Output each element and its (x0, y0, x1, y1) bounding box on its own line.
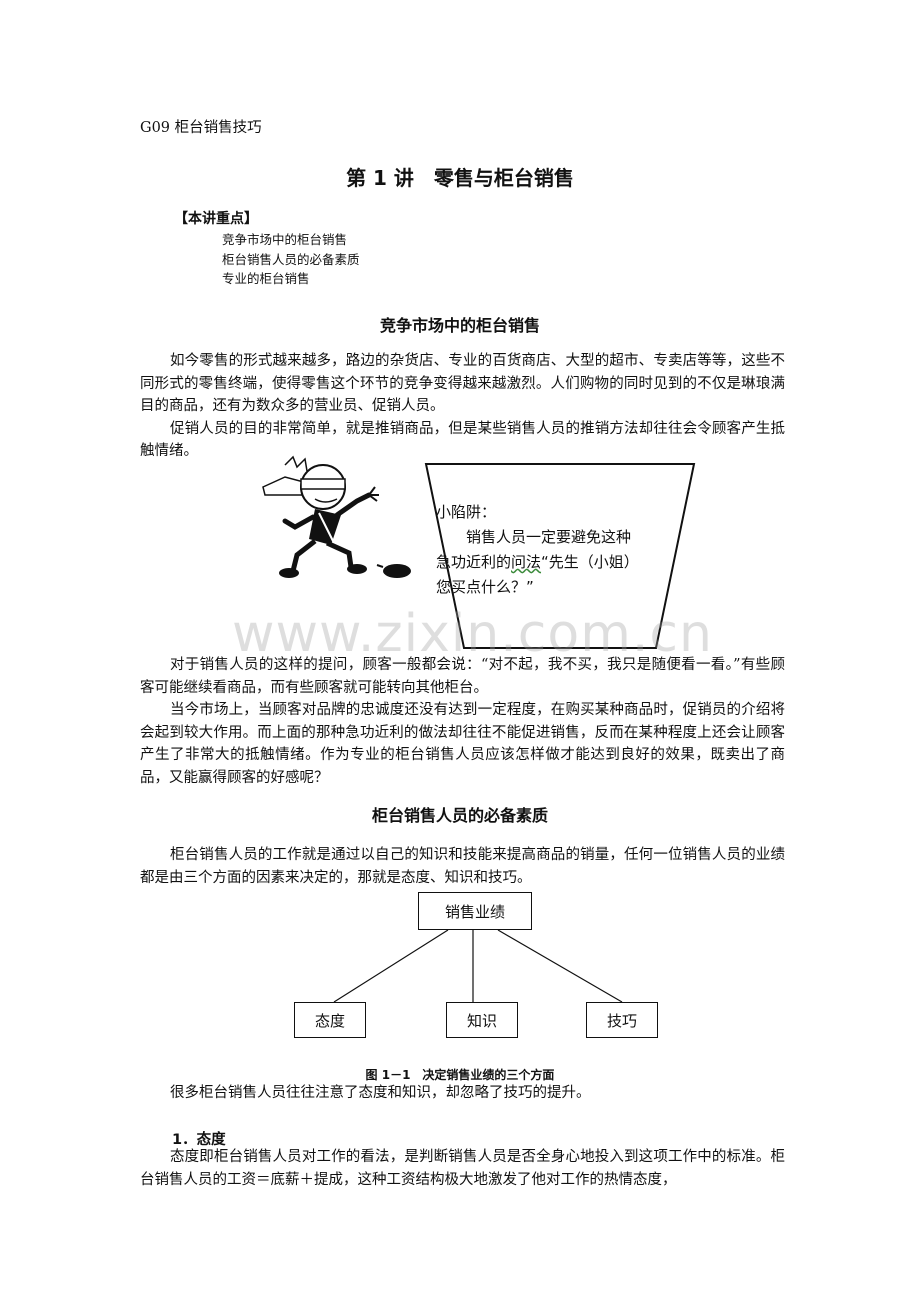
figure-caption: 图 1－1 决定销售业绩的三个方面 (365, 1068, 555, 1082)
diagram-node-knowledge: 知识 (446, 1002, 518, 1038)
focus-item: 专业的柜台销售 (222, 271, 310, 286)
focus-list: 竞争市场中的柜台销售 柜台销售人员的必备素质 专业的柜台销售 (222, 230, 360, 289)
watermark: www.zixin.com.cn (232, 604, 713, 664)
callout-underlined-word: 问法 (511, 553, 542, 571)
section-heading: 柜台销售人员的必备素质 (371, 806, 548, 825)
callout-text: 销售人员一定要避免这种急功近利的问法“先生（小姐）您买点什么？” (436, 525, 641, 600)
callout: 小陷阱： 销售人员一定要避免这种急功近利的问法“先生（小姐）您买点什么？” (436, 500, 641, 600)
course-header: G09 柜台销售技巧 (140, 120, 262, 136)
callout-text-before: 销售人员一定要避免这种急功近利的 (436, 528, 632, 571)
section1-body: 如今零售的形式越来越多，路边的杂货店、专业的百货商店、大型的超市、专卖店等等，这… (140, 350, 785, 463)
diagram-root-node: 销售业绩 (418, 892, 532, 930)
paragraph: 态度即柜台销售人员对工作的看法，是判断销售人员是否全身心地投入到这项工作中的标准… (140, 1149, 785, 1188)
paragraph: 如今零售的形式越来越多，路边的杂货店、专业的百货商店、大型的超市、专卖店等等，这… (140, 353, 785, 414)
paragraph: 促销人员的目的非常简单，就是推销商品，但是某些销售人员的推销方法却往往会令顾客产… (140, 420, 785, 460)
paragraph: 很多柜台销售人员往往注意了态度和知识，却忽略了技巧的提升。 (170, 1085, 591, 1101)
subheading: 1．态度 (172, 1132, 226, 1148)
focus-item: 竞争市场中的柜台销售 (222, 232, 348, 247)
section2-body-continued: 很多柜台销售人员往往注意了态度和知识，却忽略了技巧的提升。 (140, 1082, 785, 1105)
section1-body-continued: 对于销售人员的这样的提问，顾客一般都会说：“对不起，我不买，我只是随便看一看。”… (140, 654, 785, 789)
paragraph: 柜台销售人员的工作就是通过以自己的知识和技能来提高商品的销量，任何一位销售人员的… (140, 847, 785, 886)
running-salesman-illustration (262, 455, 411, 578)
paragraph: 对于销售人员的这样的提问，顾客一般都会说：“对不起，我不买，我只是随便看一看。”… (140, 657, 785, 696)
diagram-node-attitude: 态度 (294, 1002, 366, 1038)
callout-title: 小陷阱： (436, 503, 497, 521)
section2-body-final: 态度即柜台销售人员对工作的看法，是判断销售人员是否全身心地投入到这项工作中的标准… (140, 1146, 785, 1191)
paragraph: 当今市场上，当顾客对品牌的忠诚度还没有达到一定程度，在购买某种商品时，促销员的介… (140, 702, 785, 786)
callout-text-after: “先生（小姐）您买点什么？” (436, 553, 639, 596)
diagram-connectors (333, 929, 623, 1003)
focus-label: 【本讲重点】 (174, 211, 258, 227)
diagram-node-skill: 技巧 (586, 1002, 658, 1038)
section-heading: 竞争市场中的柜台销售 (379, 316, 540, 335)
section2-body: 柜台销售人员的工作就是通过以自己的知识和技能来提高商品的销量，任何一位销售人员的… (140, 844, 785, 889)
page-title: 第 1 讲 零售与柜台销售 (346, 166, 574, 190)
focus-item: 柜台销售人员的必备素质 (222, 251, 360, 267)
callout-frame (424, 463, 696, 649)
